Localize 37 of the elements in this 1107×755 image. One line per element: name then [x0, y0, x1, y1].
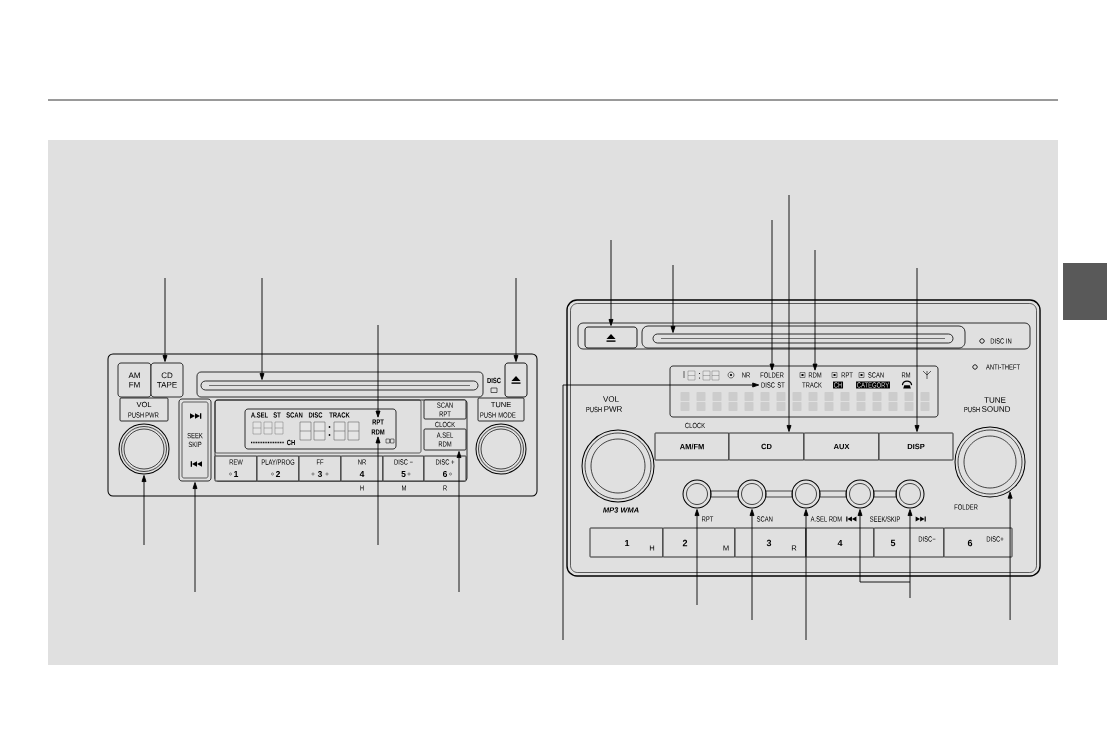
leader-line [694, 509, 700, 606]
round-button [895, 479, 925, 509]
eject-button [584, 326, 638, 349]
panel-label: TUNE [984, 397, 1006, 403]
leader-line [749, 509, 755, 621]
leader-line [375, 324, 381, 418]
leader-line [769, 219, 775, 371]
leader-line [192, 482, 198, 593]
control-knob [581, 429, 655, 503]
leader-line [1007, 491, 1013, 621]
panel-label: PWR [604, 406, 622, 412]
leader-line [141, 475, 147, 546]
leader-line [812, 249, 818, 371]
leader-line [786, 194, 792, 432]
preset-button: 4 [805, 527, 875, 558]
radio-button: CD TAPE [150, 362, 184, 398]
radio-button: AM FM [117, 362, 152, 398]
disc-slot [200, 380, 479, 391]
eject-button [504, 362, 528, 398]
leader-line [914, 267, 920, 432]
leader-line [513, 277, 519, 362]
leader-line [670, 264, 676, 333]
leader-line [857, 509, 911, 583]
leader-line [562, 382, 760, 641]
leader-line [803, 509, 809, 641]
leader-line [456, 451, 462, 593]
leader-line [907, 509, 913, 599]
round-button [845, 479, 875, 509]
panel-label: VOL [603, 396, 619, 402]
disc-slot [652, 333, 954, 344]
panel-label: SOUND [981, 406, 1011, 412]
leader-line [259, 277, 265, 380]
leader-line [162, 277, 168, 362]
control-knob [118, 423, 170, 475]
leader-line [608, 239, 614, 326]
control-knob [475, 423, 527, 475]
leader-line [375, 436, 381, 546]
